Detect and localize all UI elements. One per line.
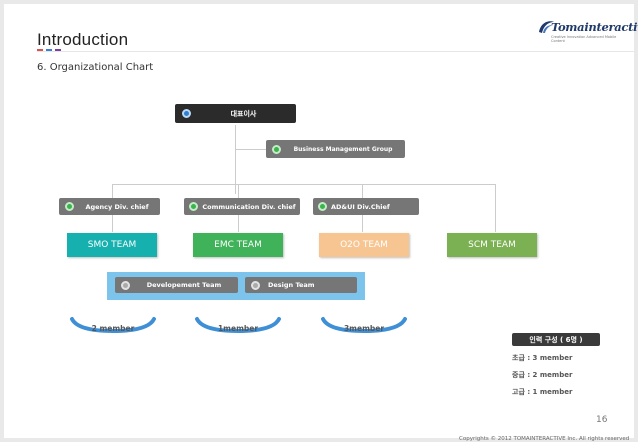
slide-title: Introduction xyxy=(37,30,129,49)
bullet-icon xyxy=(251,280,260,290)
accent-dash-blue xyxy=(46,49,52,52)
connector-scm xyxy=(495,184,496,232)
team-emc-label: EMC TEAM xyxy=(214,240,262,250)
business-group-node: Business Management Group xyxy=(266,140,405,158)
business-group-label: Business Management Group xyxy=(293,145,393,153)
team-smo: SMO TEAM xyxy=(67,233,157,257)
team-o2o-label: O2O TEAM xyxy=(340,240,388,250)
connector-smo xyxy=(112,214,113,232)
member-brace-icon xyxy=(321,317,407,334)
bullet-icon xyxy=(182,109,191,118)
bullet-icon xyxy=(65,202,74,211)
staff-composition-title: 인력 구성 ( 6명 ) xyxy=(512,333,600,346)
copyright-text: Copyrights © 2012 TOMAINTERACTIVE Inc. A… xyxy=(459,436,630,442)
team-scm: SCM TEAM xyxy=(447,233,537,257)
bullet-icon xyxy=(318,202,327,211)
team-scm-label: SCM TEAM xyxy=(468,240,516,250)
member-brace-icon xyxy=(195,317,281,334)
staff-row-junior: 초급 : 3 member xyxy=(512,354,573,362)
logo-text: Tomainteractive xyxy=(551,20,638,34)
chief-agency-label: Agency Div. chief xyxy=(85,202,149,211)
bullet-icon xyxy=(189,202,198,211)
logo-mark-icon xyxy=(539,21,554,33)
connector-agency xyxy=(112,184,113,198)
company-logo: Tomainteractive Creative Innovation Adva… xyxy=(537,18,638,46)
bullet-icon xyxy=(272,144,281,154)
ceo-node: 대표이사 xyxy=(175,104,296,123)
sub-team-design-label: Design Team xyxy=(268,281,315,289)
chief-agency-node: Agency Div. chief xyxy=(59,198,160,215)
slide: Introduction 6. Organizational Chart Tom… xyxy=(4,4,638,442)
page-number: 16 xyxy=(596,415,608,425)
bullet-icon xyxy=(121,280,130,290)
staff-row-senior: 고급 : 1 member xyxy=(512,388,573,396)
accent-dash-red xyxy=(37,49,43,52)
connector-ceo-trunk xyxy=(235,125,236,194)
title-accent-dashes xyxy=(37,49,61,52)
header-divider xyxy=(37,51,634,52)
logo-tagline: Creative Innovation Advanced Mobile Cont… xyxy=(551,35,617,43)
team-smo-label: SMO TEAM xyxy=(87,240,137,250)
member-count-communication: 1member xyxy=(217,324,259,333)
sub-team-development-label: Developement Team xyxy=(146,281,222,289)
chief-communication-label: Communication Div. chief xyxy=(202,202,296,211)
member-brace-icon xyxy=(70,317,156,334)
connector-horizontal xyxy=(112,184,495,185)
chief-adui-label: AD&UI Div.Chief xyxy=(331,202,390,211)
ceo-label: 대표이사 xyxy=(230,109,257,118)
team-o2o: O2O TEAM xyxy=(319,233,409,257)
member-count-adui: 3member xyxy=(343,324,385,333)
accent-dash-purple xyxy=(55,49,61,52)
chief-communication-node: Communication Div. chief xyxy=(184,198,300,215)
connector-emc xyxy=(238,214,239,232)
connector-communication xyxy=(238,184,239,198)
sub-team-development: Developement Team xyxy=(115,277,238,293)
section-subtitle: 6. Organizational Chart xyxy=(37,62,154,73)
connector-adui xyxy=(362,184,363,198)
chief-adui-node: AD&UI Div.Chief xyxy=(313,198,419,215)
member-count-agency: 2 member xyxy=(91,324,135,333)
team-emc: EMC TEAM xyxy=(193,233,283,257)
connector-business-group xyxy=(236,149,266,150)
staff-row-intermediate: 중급 : 2 member xyxy=(512,371,573,379)
sub-team-design: Design Team xyxy=(245,277,357,293)
connector-o2o xyxy=(362,214,363,232)
